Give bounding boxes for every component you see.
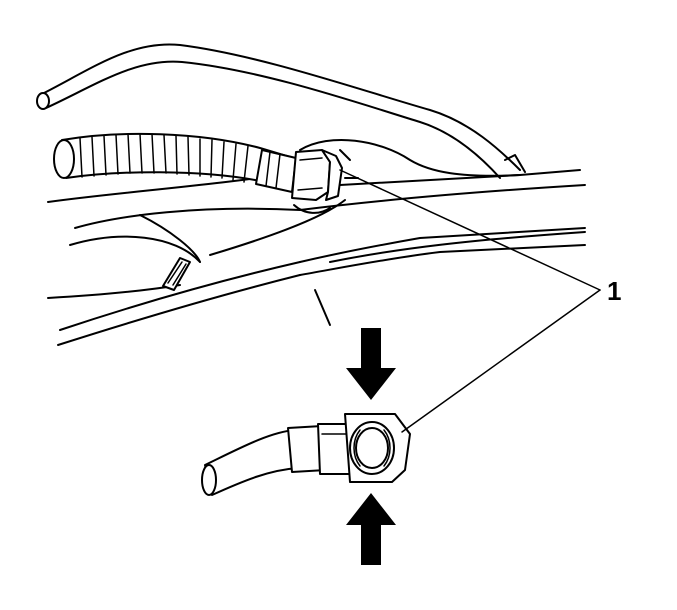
corrugated-fuel-hose bbox=[53, 132, 301, 193]
lower-quick-connect-detail bbox=[201, 413, 411, 496]
arrow-up-icon bbox=[346, 493, 396, 565]
underbody-assembly bbox=[36, 43, 586, 346]
callout-label-1: 1 bbox=[607, 276, 621, 306]
arrow-down-icon bbox=[346, 328, 396, 400]
callout-leader-lines bbox=[339, 169, 601, 433]
upper-quick-connect-fitting bbox=[291, 149, 359, 214]
